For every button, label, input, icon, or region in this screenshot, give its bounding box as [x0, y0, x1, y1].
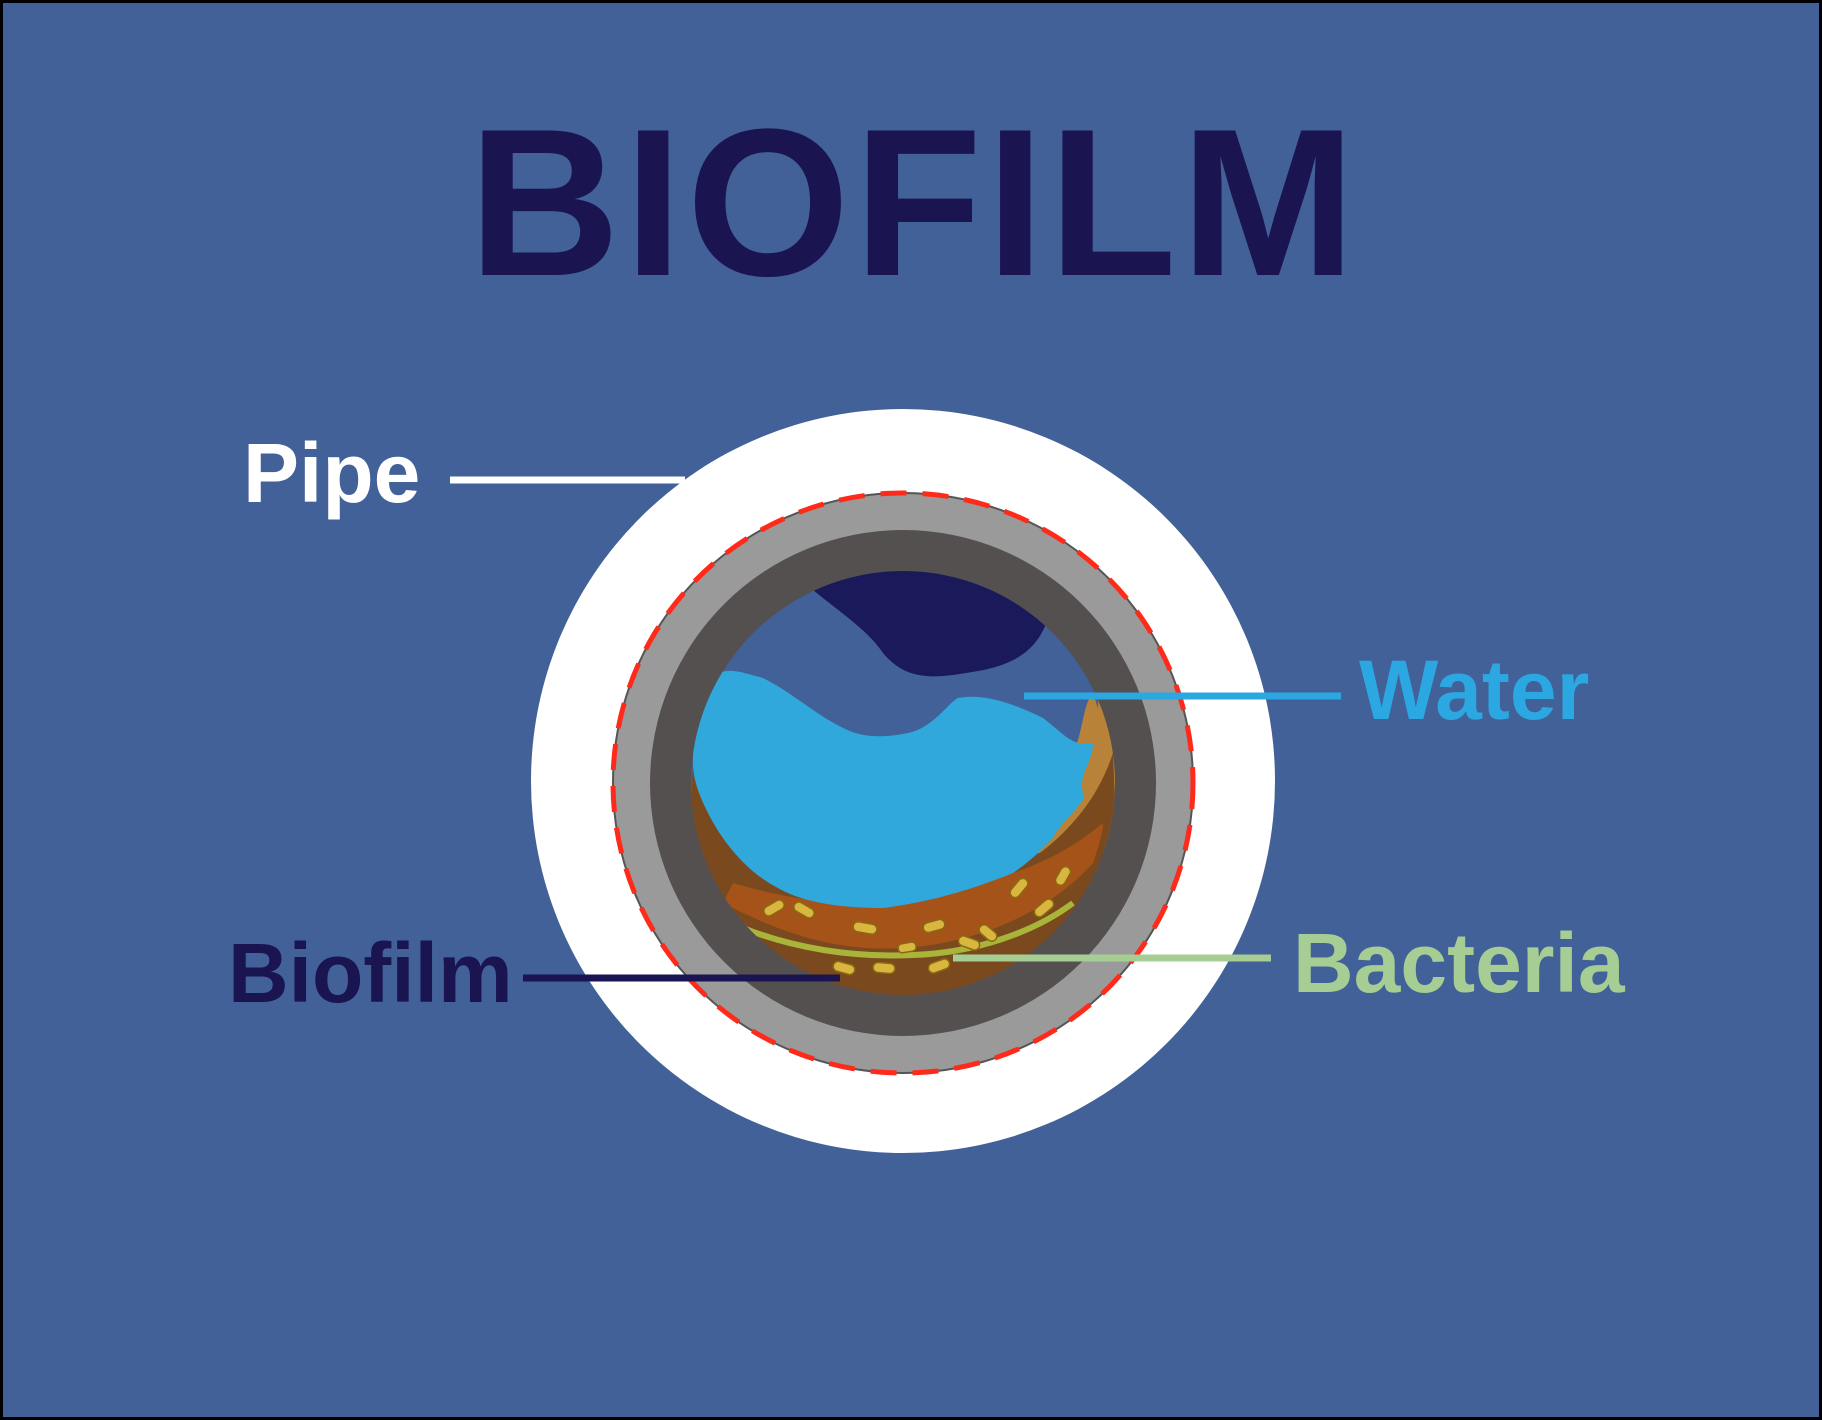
bacterium: [872, 961, 896, 975]
biofilm-label: Biofilm: [228, 926, 513, 1020]
bacteria-cells: [763, 865, 1072, 976]
page-title: BIOFILM: [468, 85, 1360, 320]
water-label: Water: [1359, 643, 1590, 737]
pipe-label: Pipe: [243, 426, 421, 520]
bacterium: [957, 935, 981, 951]
bacterium: [978, 924, 998, 942]
pipe-cross-section-diagram: [450, 409, 1341, 1153]
bacterium: [852, 921, 878, 935]
bacterium: [922, 918, 946, 934]
bacterium: [1009, 877, 1029, 899]
water-body: [693, 670, 1093, 908]
bacteria-strand: [741, 900, 1075, 959]
biofilm-band: [723, 823, 1103, 949]
bacterium: [793, 901, 815, 919]
bacteria-label: Bacteria: [1293, 916, 1625, 1010]
bacterium: [763, 899, 785, 917]
bacterium: [1054, 865, 1072, 887]
bacterium: [897, 941, 917, 954]
bacterium: [927, 958, 951, 974]
bacterium: [1033, 898, 1055, 918]
dashed-ring: [610, 490, 1196, 1076]
bacterium: [832, 960, 856, 976]
biofilm-dark-base: [691, 753, 1115, 995]
